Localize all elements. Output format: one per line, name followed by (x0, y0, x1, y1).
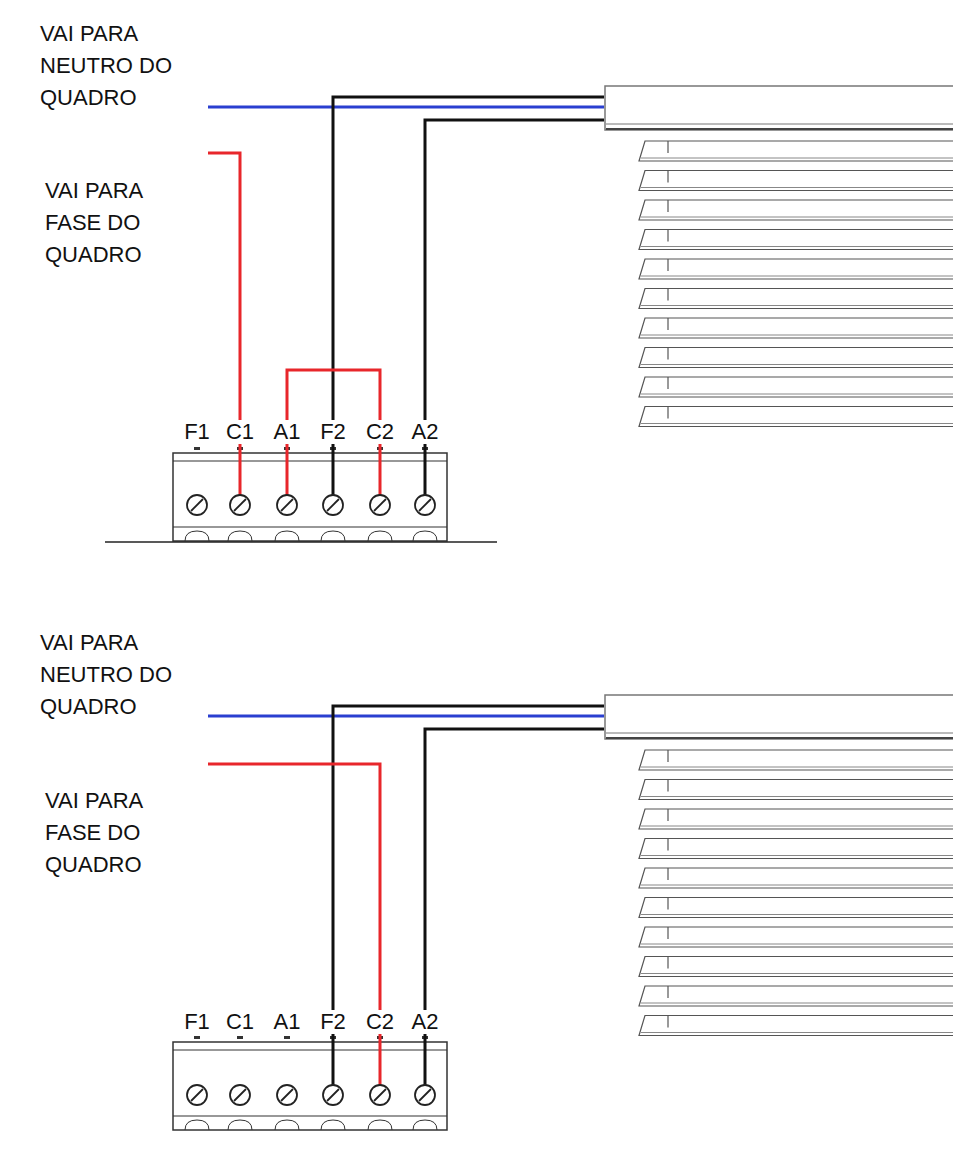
screw (370, 495, 390, 515)
wire-note: VAI PARA NEUTRO DO QUADRO (40, 627, 190, 723)
terminal-label: C1 (225, 420, 255, 444)
terminal-label: A1 (273, 1010, 302, 1034)
terminal-label: F1 (183, 1010, 211, 1034)
screw (415, 1085, 435, 1105)
wire-note: VAI PARA NEUTRO DO QUADRO (40, 18, 190, 114)
neutral-wire (208, 715, 604, 718)
screw (323, 495, 343, 515)
phase-wire (208, 764, 380, 1095)
screw (277, 495, 297, 515)
terminal-block (173, 447, 447, 541)
screw (370, 1085, 390, 1105)
screw (415, 495, 435, 515)
blind-illustration (605, 695, 953, 1036)
mounting-line (105, 541, 497, 543)
motor-wire (425, 729, 604, 1095)
screw (323, 1085, 343, 1105)
screw (277, 1085, 297, 1105)
neutral-wire (208, 106, 604, 109)
terminal-label: A1 (273, 420, 302, 444)
terminal-block (173, 1036, 447, 1130)
terminal-label: F2 (319, 420, 347, 444)
terminal-label: C2 (365, 1010, 395, 1034)
terminal-label: F1 (183, 420, 211, 444)
screw (230, 1085, 250, 1105)
terminal-label: A2 (411, 420, 440, 444)
motor-wire (333, 97, 604, 505)
screw (187, 495, 207, 515)
screw (187, 1085, 207, 1105)
blind-illustration (605, 86, 953, 427)
terminal-label: A2 (411, 1010, 440, 1034)
terminal-label: F2 (319, 1010, 347, 1034)
phase-wire (208, 153, 240, 505)
screw (230, 495, 250, 515)
terminal-label: C1 (225, 1010, 255, 1034)
wire-note: VAI PARA FASE DO QUADRO (45, 175, 195, 271)
wire-note: VAI PARA FASE DO QUADRO (45, 785, 195, 881)
terminal-label: C2 (365, 420, 395, 444)
motor-wire (425, 120, 604, 505)
